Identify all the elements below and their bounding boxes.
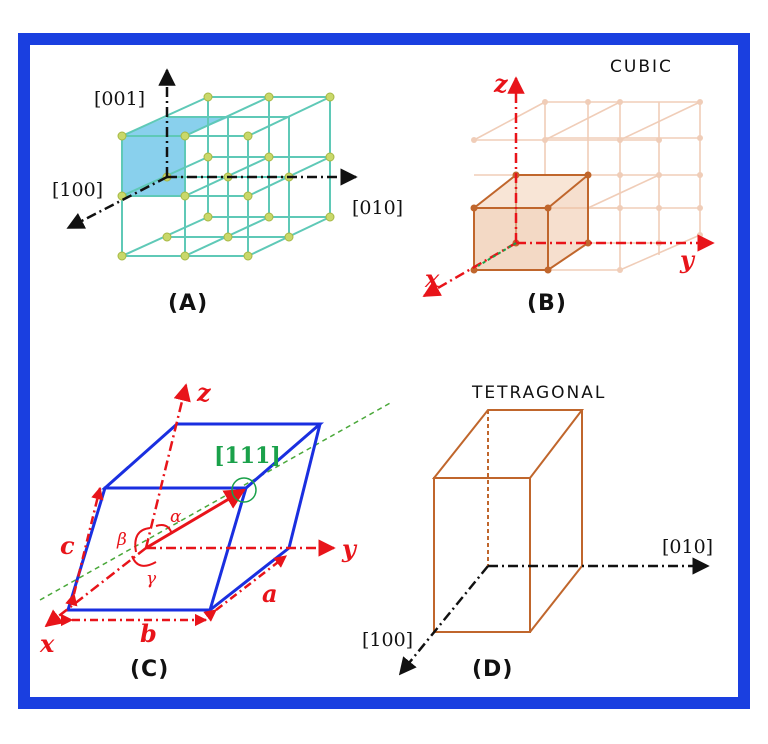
label-alpha: α [170,507,182,527]
label-010: [010] [352,197,403,219]
vector-111 [145,488,246,550]
panel-label-c: (C) [130,657,169,682]
label-edge-a: a [262,579,278,608]
label-x-c: x [39,629,55,658]
label-z-c: z [196,378,212,407]
label-100-d: [100] [362,629,413,651]
panel-c: z y x c b a α β γ [111] (C) [39,378,393,682]
panel-b: z x y CUBIC (B) [422,57,715,316]
panel-label-b: (B) [527,291,567,316]
angle-alpha-arc [155,524,173,535]
label-x: x [424,264,440,293]
title-tetragonal: TETRAGONAL [471,383,606,403]
tetragonal-cell [431,409,585,633]
panel-d: TETRAGONAL [010] [100] (D) [362,383,713,682]
diagonal-hint [477,242,517,267]
label-111: [111] [214,443,281,469]
axis-x-arrow [422,241,517,298]
label-edge-b: b [140,619,157,648]
panel-label-d: (D) [472,657,513,682]
label-010-d: [010] [662,536,713,558]
label-beta: β [116,530,127,550]
edge-c-arrow [65,486,104,607]
panel-label-a: (A) [168,291,208,316]
label-z: z [493,69,509,98]
unit-cube [470,171,592,274]
figure-border [18,33,750,709]
panel-a: [001] [100] [010] (A) [52,68,403,316]
label-edge-c: c [60,531,75,560]
label-gamma: γ [146,569,157,589]
label-100: [100] [52,179,103,201]
angle-beta-arc [134,527,151,553]
title-cubic: CUBIC [610,57,673,77]
label-y: y [679,245,696,274]
axis-100-arrow-d [398,565,489,676]
axis-z-arrow-c [144,383,191,549]
edge-a-arrow [203,555,287,622]
axis-100-arrow [66,175,168,230]
lattice-point-111-marker [231,477,257,503]
dir-111-guide [39,401,393,601]
triclinic-cell [65,422,325,612]
label-001: [001] [94,88,145,110]
label-y-c: y [341,534,358,563]
angle-gamma-arc [131,555,157,567]
